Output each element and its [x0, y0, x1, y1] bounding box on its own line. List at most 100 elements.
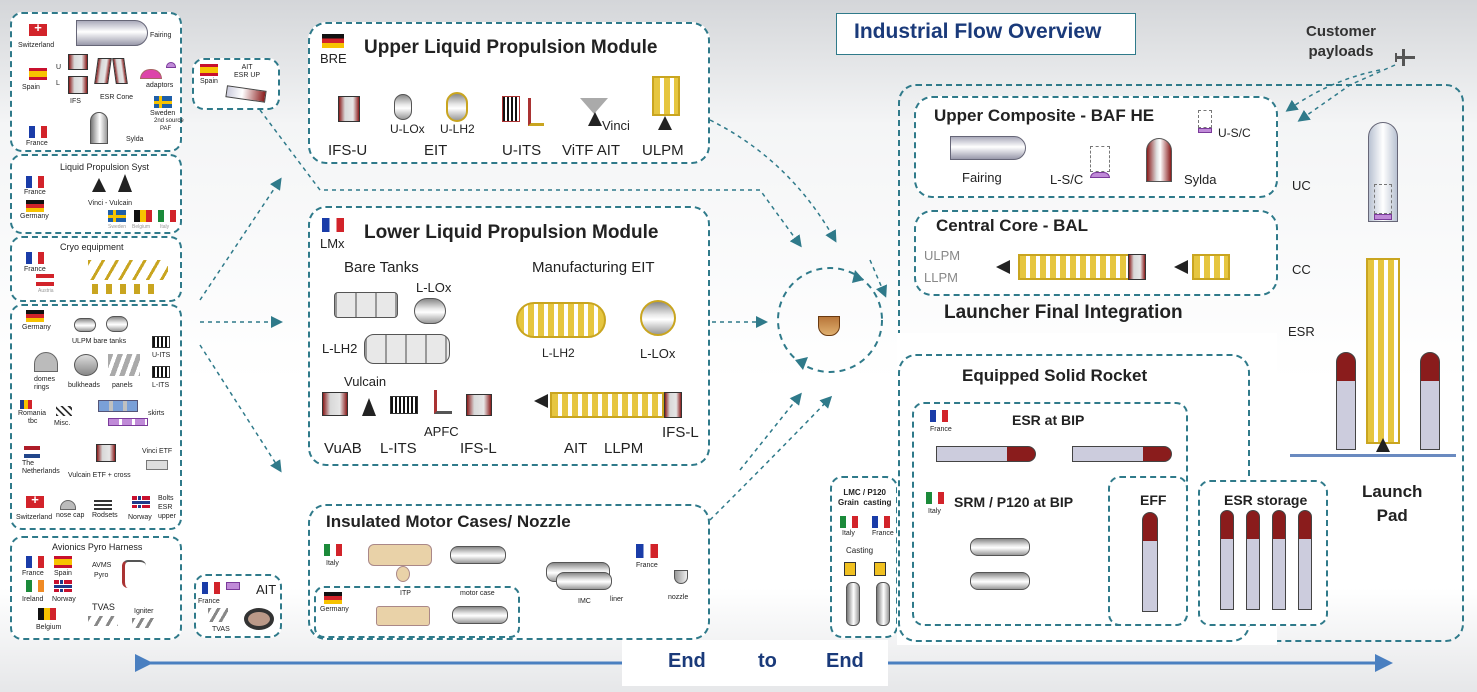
label-switzerland: Switzerland	[16, 514, 53, 521]
flag-germany-icon	[26, 310, 44, 322]
label-apfc: APFC	[424, 424, 459, 439]
label-vuab: VuAB	[324, 440, 362, 457]
fairing-supplier-box: Switzerland Fairing Spain U L IFS ESR Co…	[10, 12, 184, 152]
llpm-ifs-icon	[664, 392, 682, 418]
liquid-propulsion-supplier-box: Liquid Propulsion Syst France Germany Vi…	[10, 154, 182, 234]
customer-payloads-label: Customer payloads	[1305, 23, 1376, 60]
ulpm-item-eit: EIT	[424, 142, 448, 159]
cryo-lines-icon	[88, 260, 168, 280]
label-italy: Italy	[842, 530, 855, 537]
avionics-supplier-box: Avionics Pyro Harness France Spain Irela…	[10, 536, 182, 640]
label-esr-storage: ESR storage	[1224, 492, 1308, 508]
vulcain-engine-icon	[362, 398, 376, 416]
itp-segment-de-icon	[376, 606, 430, 626]
motor-case-icon	[450, 546, 506, 564]
l-lh2-tank-icon	[364, 334, 450, 364]
label-netherlands: The Netherlands	[22, 460, 60, 475]
label-france: France	[24, 189, 46, 196]
flag-ireland-icon	[26, 580, 44, 592]
esr-cone-icon	[94, 58, 112, 84]
page-title: Industrial Flow Overview	[854, 20, 1102, 43]
flag-france-icon	[26, 176, 44, 188]
label-germany: Germany	[22, 324, 51, 331]
label-l-its: L-ITS	[380, 440, 417, 457]
label-france: France	[198, 598, 220, 605]
end-to-end-c: End	[826, 650, 864, 672]
label-l: L	[56, 80, 60, 87]
label-ait: AIT	[256, 582, 277, 597]
esr-up-ait-box: Spain AIT ESR UP	[192, 58, 280, 110]
label-ait-esr-up: AIT ESR UP	[234, 64, 261, 79]
label-u-lox: U-LOx	[390, 122, 425, 136]
label-esr-bip: ESR at BIP	[1012, 412, 1085, 428]
booster-right-icon	[1420, 352, 1440, 450]
flag-norway-icon	[54, 580, 72, 592]
label-domes-rings: domes rings	[34, 376, 56, 391]
label-llpm: LLPM	[604, 440, 644, 457]
p120-motor-icon	[846, 582, 860, 626]
ifs-lower-icon	[68, 76, 88, 94]
l-sc-icon	[1090, 146, 1110, 172]
label-fairing: Fairing	[962, 170, 1002, 185]
flag-netherlands-icon	[24, 446, 40, 458]
eff-box: EFF	[1108, 476, 1188, 626]
misc-icon	[56, 406, 72, 416]
label-panels: panels	[112, 382, 133, 389]
uc-sc-icon	[1374, 184, 1392, 214]
label-u-sc: U-S/C	[1218, 126, 1251, 140]
l-its-icon	[390, 396, 418, 414]
u-its-icon	[152, 336, 170, 348]
u-lox-icon	[394, 94, 412, 120]
nose-cap-icon	[60, 500, 76, 510]
label-bare-tanks: Bare Tanks	[344, 259, 419, 276]
label-tbc: tbc	[28, 418, 38, 425]
vinci-etf-icon	[146, 460, 168, 470]
label-vinci-etf: Vinci ETF	[142, 448, 173, 455]
flag-romania-icon	[20, 400, 32, 409]
ulpm-item-vitf-ait: ViTF AIT	[562, 142, 621, 159]
label-esr-cone: ESR Cone	[100, 94, 134, 101]
germany-motor-case-box: Germany ITP motor case	[314, 586, 520, 638]
label-u-its: U-ITS	[152, 352, 171, 359]
llpm-engine-icon	[534, 394, 548, 408]
storage-booster-3-icon	[1272, 510, 1286, 610]
casting-icon	[844, 562, 856, 576]
fairing-icon	[76, 20, 148, 46]
label-austria: Austria	[38, 288, 54, 294]
vinci-engine-icon	[92, 178, 106, 192]
label-paf: PAF	[160, 126, 172, 132]
ulpm-stage-icon	[1192, 254, 1230, 280]
title-box	[836, 13, 1136, 55]
imc-title: Insulated Motor Cases/ Nozzle	[326, 512, 571, 531]
flag-spain-icon	[200, 64, 218, 76]
fairing-icon	[950, 136, 1026, 160]
liquid-prop-title: Liquid Propulsion Syst	[60, 162, 150, 172]
ifs-icon	[68, 54, 88, 70]
ulpm-title: Upper Liquid Propulsion Module	[364, 37, 658, 58]
flag-france-icon	[930, 410, 948, 422]
flag-germany-icon	[322, 34, 344, 48]
srm-2-icon	[970, 572, 1030, 590]
label-germany: Germany	[20, 213, 49, 220]
casting-2-icon	[874, 562, 886, 576]
itp-rings-icon	[396, 566, 410, 582]
label-avms: AVMS	[92, 562, 112, 569]
cryo-equipment-supplier-box: Cryo equipment France Austria	[10, 236, 182, 302]
label-spain: Spain	[200, 78, 218, 85]
flag-spain-icon	[29, 68, 47, 80]
label-norway: Norway	[128, 514, 152, 521]
storage-booster-4-icon	[1298, 510, 1312, 610]
label-france: France	[24, 266, 46, 273]
label-sylda: Sylda	[126, 136, 144, 143]
label-tvas: TVAS	[212, 626, 230, 633]
label-l-lox: L-LOx	[416, 280, 452, 295]
ifs-u-icon	[338, 96, 360, 122]
flag-switzerland-icon	[29, 20, 47, 36]
igniter-icon	[132, 618, 154, 628]
flag-france-icon	[872, 516, 890, 528]
label-eff: EFF	[1140, 492, 1167, 508]
end-to-end-a: End	[668, 650, 706, 672]
l-lox-tank-icon	[414, 298, 446, 324]
bare-tank-icon	[106, 316, 128, 332]
